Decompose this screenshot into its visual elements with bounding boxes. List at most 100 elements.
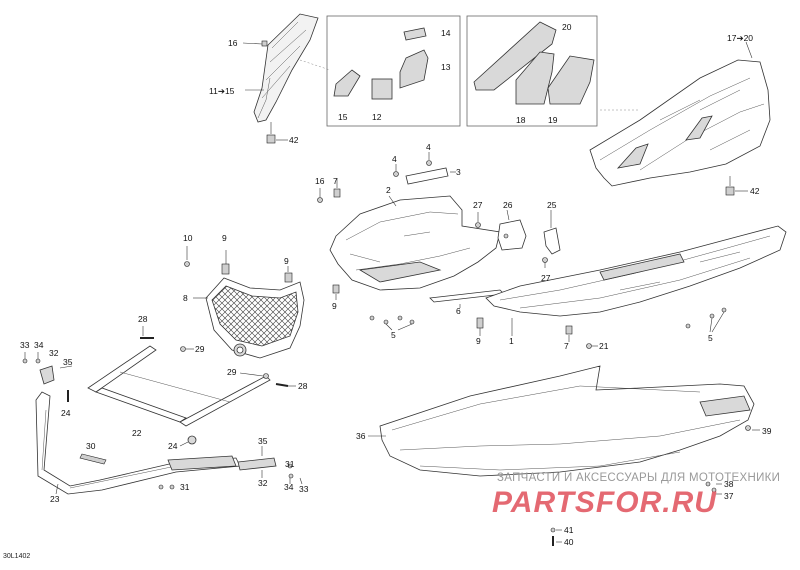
bracket-32-left <box>39 365 55 385</box>
fastener-27-a <box>475 212 481 228</box>
callout-31-right: 31 <box>285 459 295 469</box>
callout-12: 12 <box>372 112 382 122</box>
fastener-27-b <box>542 257 548 268</box>
callout-33-right: 33 <box>299 484 309 494</box>
callout-29-right: 29 <box>227 367 237 377</box>
nut-29-top <box>180 346 194 352</box>
fastener-16-top <box>242 40 268 47</box>
long-side-panel-1 <box>485 225 787 317</box>
bolt-28-right <box>275 383 296 387</box>
figure-code: 30L1402 <box>3 553 31 560</box>
callout-7-top: 7 <box>333 176 338 186</box>
hardware-33-34-left <box>22 352 73 369</box>
callout-16-top: 16 <box>228 38 238 48</box>
callout-32-right: 32 <box>258 478 268 488</box>
callout-23: 23 <box>50 494 60 504</box>
fastener-39 <box>745 425 760 431</box>
callout-29-top: 29 <box>195 344 205 354</box>
callout-26: 26 <box>503 200 513 210</box>
callout-9-grille-right: 9 <box>284 256 289 266</box>
lower-hood-36 <box>379 365 755 477</box>
callout-5-left: 5 <box>391 330 396 340</box>
callout-14: 14 <box>441 28 451 38</box>
callout-8: 8 <box>183 293 188 303</box>
callout-10: 10 <box>183 233 193 243</box>
callout-9-mid: 9 <box>332 301 337 311</box>
callout-19: 19 <box>548 115 558 125</box>
clip-7-top <box>333 178 341 198</box>
nut-31-left <box>158 484 175 490</box>
callout-4-a: 4 <box>392 154 397 164</box>
callout-27-a: 27 <box>473 200 483 210</box>
nut-21 <box>586 343 598 349</box>
decal-15 <box>333 69 361 97</box>
detail-box-18-20 <box>466 15 598 127</box>
hardware-34-33-right <box>287 463 303 485</box>
bracket-30 <box>79 453 107 465</box>
clip-9-mid <box>332 284 340 300</box>
cross-bar-22 <box>87 345 271 445</box>
rivet-42-right <box>725 176 748 196</box>
callout-5-right: 5 <box>708 333 713 343</box>
decal-14 <box>403 27 427 41</box>
clip-9-grille-right <box>284 266 293 283</box>
windshield-trim-strip <box>253 13 319 123</box>
callout-21: 21 <box>599 341 609 351</box>
bracket-25 <box>543 227 561 255</box>
callout-9-side: 9 <box>476 336 481 346</box>
screw-set-5-left <box>369 315 415 331</box>
callout-42-right: 42 <box>750 186 760 196</box>
callout-30: 30 <box>86 441 96 451</box>
decal-20 <box>473 21 557 91</box>
callout-39: 39 <box>762 426 772 436</box>
decal-12 <box>371 78 393 100</box>
bracket-26 <box>497 219 527 251</box>
bracket-32-right <box>237 457 277 471</box>
screw-10 <box>184 246 190 267</box>
callout-27-b: 27 <box>541 273 551 283</box>
fasteners-37-38 <box>705 481 722 495</box>
watermark-logo: PARTSFOR.RU <box>492 486 717 519</box>
callout-34-left: 34 <box>34 340 44 350</box>
detail-box-12-15 <box>326 15 461 127</box>
callout-34-right: 34 <box>284 482 294 492</box>
fasteners-40-41 <box>550 527 562 546</box>
callout-32-left: 32 <box>49 348 59 358</box>
nut-29-right <box>239 372 269 379</box>
screw-4-a <box>393 164 399 177</box>
callout-6: 6 <box>456 306 461 316</box>
callout-22: 22 <box>132 428 142 438</box>
callout-37: 37 <box>724 491 734 501</box>
front-bumper-23 <box>35 391 241 495</box>
callout-25: 25 <box>547 200 557 210</box>
callout-36: 36 <box>356 431 366 441</box>
callout-9-grille-left: 9 <box>222 233 227 243</box>
screw-set-5-right <box>685 307 727 333</box>
callout-3: 3 <box>456 167 461 177</box>
callout-24-left: 24 <box>61 408 71 418</box>
bolt-24-mid <box>179 441 189 447</box>
decal-13 <box>399 49 429 89</box>
callout-35-right: 35 <box>258 436 268 446</box>
callout-4-b: 4 <box>426 142 431 152</box>
callout-7-bottom: 7 <box>564 341 569 351</box>
watermark-tagline: ЗАПЧАСТИ И АКСЕССУАРЫ ДЛЯ МОТОТЕХНИКИ <box>497 472 781 484</box>
callout-28-top: 28 <box>138 314 148 324</box>
callout-15: 15 <box>338 112 348 122</box>
callout-40: 40 <box>564 537 574 547</box>
callout-16-mid: 16 <box>315 176 325 186</box>
callout-20: 20 <box>562 22 572 32</box>
callout-13: 13 <box>441 62 451 72</box>
screw-16-mid <box>317 188 323 203</box>
clip-7-bottom <box>565 325 573 342</box>
callout-35-left: 35 <box>63 357 73 367</box>
decal-18 <box>515 51 555 105</box>
callout-11-15: 11➔15 <box>209 86 235 96</box>
callout-18: 18 <box>516 115 526 125</box>
callout-2: 2 <box>386 185 391 195</box>
callout-41: 41 <box>564 525 574 535</box>
callout-31-left: 31 <box>180 482 190 492</box>
callout-17-20: 17➔20 <box>727 33 753 43</box>
